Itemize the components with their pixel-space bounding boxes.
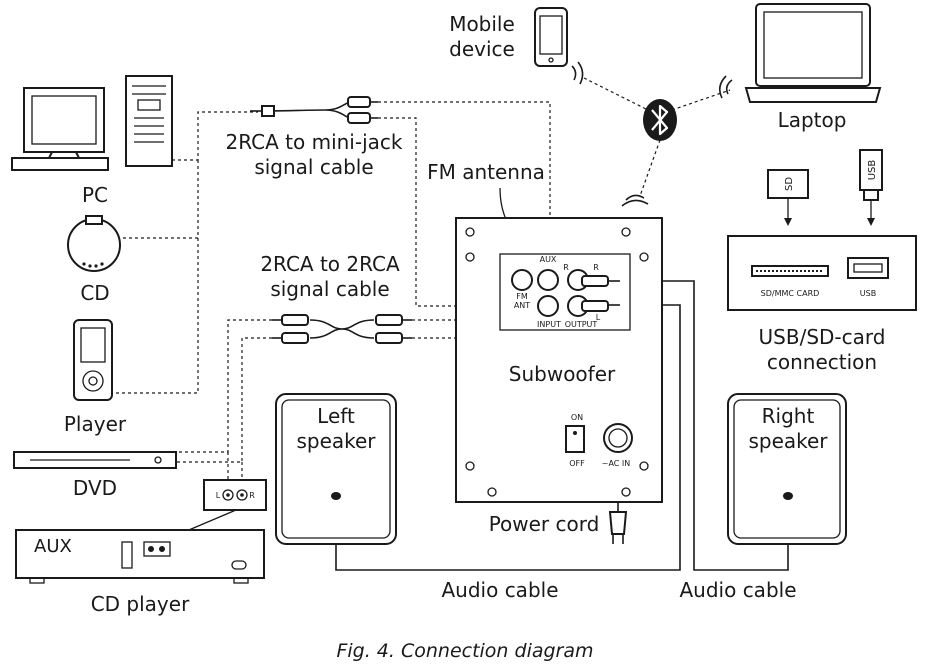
audio-cable-left-label: Audio cable xyxy=(441,578,558,602)
power-plug-icon xyxy=(608,511,628,544)
right-speaker-label-2: speaker xyxy=(748,429,828,453)
minijack-rca-plugs-icon xyxy=(347,96,378,124)
minijack-cable xyxy=(265,101,351,119)
bt-link-mobile xyxy=(583,77,649,111)
audio-cable-right-label: Audio cable xyxy=(679,578,796,602)
player-icon xyxy=(73,319,113,401)
figure-caption: Fig. 4. Connection diagram xyxy=(336,640,593,662)
fm-jack-label: FM xyxy=(516,292,528,301)
pc-cable xyxy=(172,111,258,161)
bluetooth-icon xyxy=(643,99,677,141)
left-speaker-label-2: speaker xyxy=(296,429,376,453)
right-speaker-cable xyxy=(620,280,789,571)
output-jack-l: L xyxy=(596,313,601,322)
dvd-cable-bottom xyxy=(176,337,272,463)
usb-sd-label-1: USB/SD-card xyxy=(759,325,886,349)
minijack-rca-top xyxy=(378,101,551,262)
aux-jack-label: AUX xyxy=(540,255,557,264)
mobile-label-1: Mobile xyxy=(449,12,515,36)
cd-player-jack-l: L xyxy=(216,491,221,500)
mobile-label-2: device xyxy=(449,37,515,61)
aux-input-jacks-icon xyxy=(537,269,559,317)
player-label: Player xyxy=(64,412,127,436)
power-switch-icon xyxy=(565,425,585,453)
subwoofer-panel xyxy=(455,217,663,503)
right-speaker-label-1: Right xyxy=(762,404,815,428)
switch-off-label: OFF xyxy=(569,459,585,468)
cd-player-jack-r: R xyxy=(249,491,255,500)
input-jack-r: R xyxy=(563,263,569,272)
rca-rca-plugs-right-icon xyxy=(375,314,412,344)
rca-rca-plugs-left-icon xyxy=(272,314,309,344)
cd-icon xyxy=(67,215,121,272)
laptop-icon xyxy=(744,3,882,103)
output-jack-r: R xyxy=(593,263,599,272)
rca-cable-label-2: signal cable xyxy=(270,277,389,301)
bt-link-sub xyxy=(639,139,661,197)
minijack-plug-icon xyxy=(250,105,275,117)
usb-sd-label-2: connection xyxy=(767,350,877,374)
power-cord-label: Power cord xyxy=(489,512,600,536)
right-speaker-icon xyxy=(727,393,847,545)
usb-stick-icon xyxy=(859,149,883,226)
fm-antenna-label: FM antenna xyxy=(427,160,545,184)
cd-player-aux-label: AUX xyxy=(34,536,72,557)
usb-sd-panel xyxy=(727,235,917,311)
bt-link-laptop xyxy=(671,89,731,111)
sd-mmc-card-label: SD/MMC CARD xyxy=(761,289,820,298)
input-label: INPUT xyxy=(537,320,561,329)
player-cable xyxy=(112,160,199,394)
pc-monitor-icon xyxy=(11,87,109,171)
laptop-label: Laptop xyxy=(778,108,847,132)
mobile-device-icon xyxy=(534,7,568,67)
usb-port-label: USB xyxy=(860,289,876,298)
sd-card-icon xyxy=(767,169,809,226)
rca-cable-label-1: 2RCA to 2RCA xyxy=(260,252,400,276)
pc-label: PC xyxy=(82,183,108,207)
wireless-waves-icon xyxy=(571,61,733,207)
cd-label: CD xyxy=(80,281,109,305)
cd-player-label: CD player xyxy=(91,592,190,616)
output-label: OUTPUT xyxy=(565,320,598,329)
sd-card-text: SD xyxy=(784,177,795,191)
dvd-label: DVD xyxy=(73,476,117,500)
output-jacks-icon xyxy=(567,269,620,317)
rca-rca-cable xyxy=(309,319,375,339)
ac-in-socket-icon xyxy=(603,423,633,453)
pc-tower-icon xyxy=(125,75,173,167)
left-speaker-label-1: Left xyxy=(317,404,355,428)
dvd-cable-top xyxy=(176,319,272,453)
minijack-cable-label-2: signal cable xyxy=(254,155,373,179)
switch-on-label: ON xyxy=(571,413,583,422)
usb-stick-text: USB xyxy=(867,160,878,181)
minijack-cable-label-1: 2RCA to mini-jack xyxy=(226,130,403,154)
ac-in-label: ~AC IN xyxy=(602,459,631,468)
ant-jack-label: ANT xyxy=(514,301,530,310)
fm-antenna-jack-icon xyxy=(511,269,533,291)
cd-player-icon xyxy=(15,479,267,584)
left-speaker-icon xyxy=(275,393,397,545)
subwoofer-label: Subwoofer xyxy=(509,362,616,386)
dvd-icon xyxy=(13,451,177,469)
